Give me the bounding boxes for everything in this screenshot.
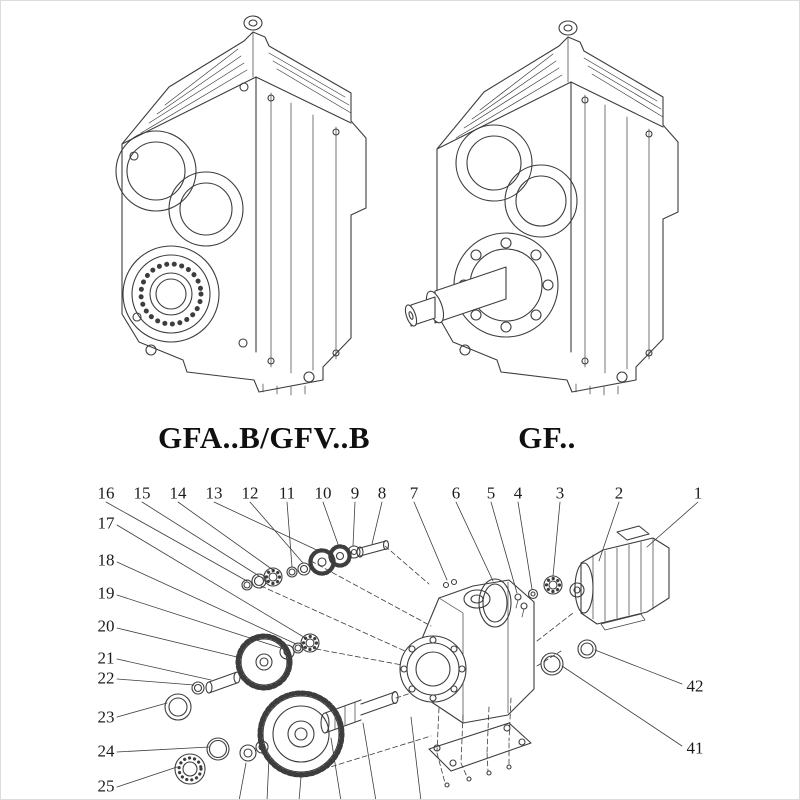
callout-3: 3 — [555, 483, 565, 503]
callout-1: 1 — [693, 483, 703, 503]
bolt-holes — [459, 344, 628, 383]
callout-13: 13 — [205, 483, 223, 503]
gearbox-drawing-gfab — [115, 15, 367, 396]
callout-14: 14 — [169, 483, 187, 503]
callout-15: 15 — [133, 483, 151, 503]
callout-17: 17 — [97, 513, 115, 533]
callout-8: 8 — [377, 483, 387, 503]
bottom-cover-plate — [428, 722, 532, 788]
bolt-holes — [129, 82, 315, 383]
callout-10: 10 — [314, 483, 332, 503]
callout-23: 23 — [97, 707, 115, 727]
alignment-lines — [260, 545, 574, 784]
output-shaft-parts — [164, 690, 399, 785]
callout-18: 18 — [97, 550, 115, 570]
exploded-parts-diagram — [105, 501, 699, 799]
callout-24: 24 — [97, 741, 115, 761]
callout-7: 7 — [409, 483, 419, 503]
intermediate-gear-parts — [191, 633, 320, 695]
gear-housing — [399, 578, 535, 724]
callout-21: 21 — [97, 648, 115, 668]
callout-4: 4 — [513, 483, 523, 503]
bearing-bores — [115, 130, 244, 247]
callout-25: 25 — [97, 776, 115, 796]
bearing-bores — [455, 124, 578, 238]
side-ribs — [581, 94, 653, 374]
callout-16: 16 — [97, 483, 115, 503]
output-shaft — [404, 266, 507, 327]
lifting-hole — [243, 15, 263, 31]
gearbox-drawing-gf — [404, 20, 679, 396]
callout-22: 22 — [97, 668, 115, 688]
callout-41: 41 — [686, 738, 704, 758]
callout-20: 20 — [97, 616, 115, 636]
leader-lines — [105, 501, 699, 799]
front-bearing — [122, 245, 220, 343]
callout-9: 9 — [350, 483, 360, 503]
callout-12: 12 — [241, 483, 259, 503]
side-ribs — [267, 92, 340, 374]
callout-11: 11 — [278, 483, 296, 503]
motor-side-parts — [478, 575, 597, 676]
lifting-hole — [558, 20, 578, 36]
motor — [569, 525, 670, 631]
callout-2: 2 — [614, 483, 624, 503]
model-label-gfab: GFA..B/GFV..B — [157, 420, 371, 455]
callout-5: 5 — [486, 483, 496, 503]
callout-19: 19 — [97, 583, 115, 603]
input-shaft-parts — [241, 539, 390, 591]
callout-42: 42 — [686, 676, 704, 696]
cooling-fins — [140, 48, 352, 134]
cooling-fins — [455, 53, 664, 139]
callout-6: 6 — [451, 483, 461, 503]
model-label-gf: GF.. — [518, 420, 576, 455]
